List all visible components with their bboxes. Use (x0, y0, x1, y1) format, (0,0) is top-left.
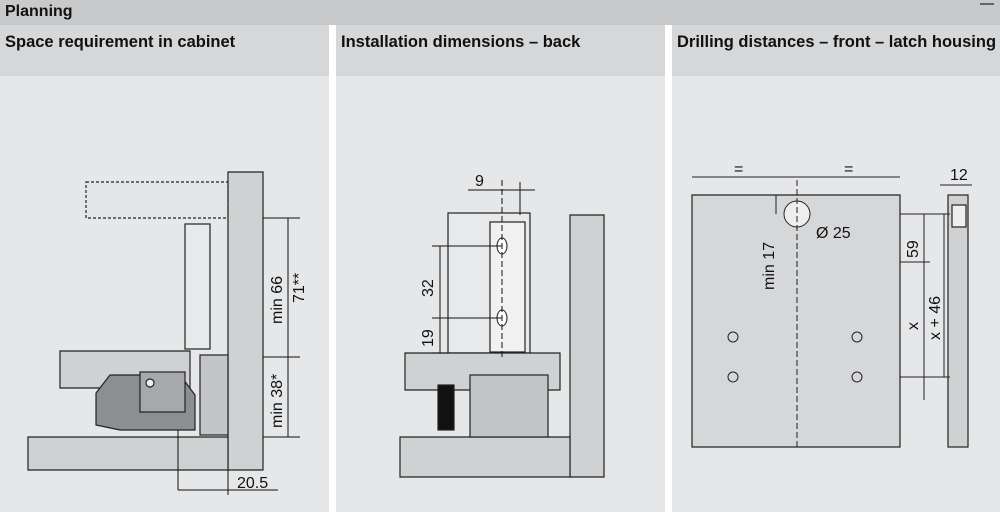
minimize-mark (980, 3, 994, 5)
dim-19: 19 (420, 329, 437, 347)
drilling-diagram: = = 12 min 17 Ø 25 59 x x + 46 (691, 161, 972, 448)
top-panel-outline (85, 181, 229, 219)
dim-59: 59 (905, 240, 922, 258)
dim-x: x (905, 322, 922, 330)
drill-hole (727, 371, 739, 383)
drill-hole (851, 371, 863, 383)
dimension-lines (177, 217, 300, 495)
panel-drilling-distances: Drilling distances – front – latch housi… (672, 25, 1000, 512)
dim-equal-left: = (734, 161, 743, 178)
panel-title: Space requirement in cabinet (5, 33, 236, 51)
runner-end (437, 384, 455, 431)
drill-hole (851, 331, 863, 343)
cabinet-bottom-panel (399, 436, 571, 478)
drawer-front (691, 194, 901, 448)
cabinet-side-wall (227, 171, 264, 471)
panel-header: Drilling distances – front – latch housi… (672, 25, 1000, 76)
rear-bracket (489, 221, 526, 353)
dim-min-38: min 38* (269, 374, 286, 428)
dim-min-17: min 17 (761, 242, 778, 290)
front-side-profile (947, 194, 969, 448)
panel-header: Space requirement in cabinet (0, 25, 329, 76)
dim-diameter-25: Ø 25 (816, 225, 851, 242)
latch-housing (951, 204, 967, 228)
runner-profile (199, 354, 229, 436)
dim-20-5: 20.5 (237, 475, 268, 492)
runner-profile (469, 374, 549, 438)
cabinet-space-diagram: min 66 71** min 38* 20.5 (27, 171, 308, 495)
dim-equal-right: = (844, 161, 853, 178)
dim-12: 12 (950, 167, 968, 184)
back-installation-diagram: 9 32 19 (399, 173, 605, 478)
cabinet-bottom-panel (27, 436, 229, 471)
drawer-side (184, 223, 211, 350)
hinge-hole-25 (783, 200, 811, 228)
panel-space-requirement: Space requirement in cabinet (0, 25, 329, 512)
dim-min-66: min 66 (269, 276, 286, 324)
dim-32: 32 (420, 279, 437, 297)
dim-x-plus-46: x + 46 (927, 296, 944, 340)
dimension-lines (432, 180, 535, 360)
dim-9: 9 (475, 173, 484, 190)
panel-title: Drilling distances – front – latch housi… (677, 33, 997, 51)
cabinet-side-wall (569, 214, 605, 478)
planning-title: Planning (5, 3, 73, 20)
planning-header-bar: Planning (0, 0, 1000, 25)
drill-hole (727, 331, 739, 343)
dim-71: 71** (291, 273, 308, 303)
panel-installation-back: Installation dimensions – back 9 32 19 (336, 25, 665, 512)
locking-device-cover (139, 371, 186, 413)
panel-header: Installation dimensions – back (336, 25, 665, 76)
panel-title: Installation dimensions – back (341, 33, 581, 51)
